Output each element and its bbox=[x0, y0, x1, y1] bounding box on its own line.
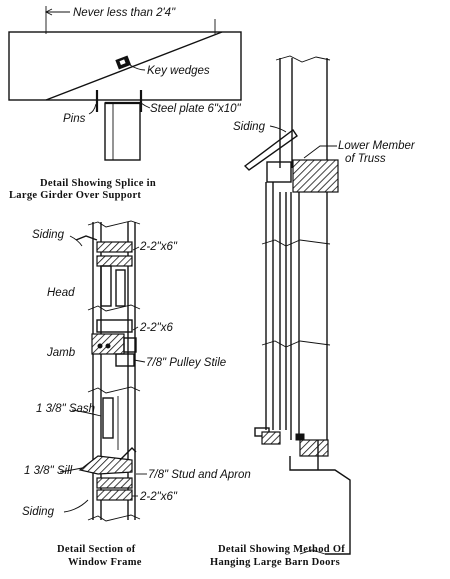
splice-cut-line bbox=[45, 31, 223, 101]
support-post bbox=[104, 102, 141, 161]
siding-label: Siding bbox=[233, 121, 266, 133]
splice-detail: Never less than 2'4" Key wedges Pins Ste… bbox=[8, 5, 242, 201]
door-break-1 bbox=[261, 239, 331, 247]
pulley-stile-leader bbox=[133, 359, 146, 363]
barn-caption-line2: Hanging Large Barn Doors bbox=[210, 557, 340, 568]
head-sash-top bbox=[115, 269, 126, 307]
barn-door-detail: Siding Lower Member of Truss Detail Show… bbox=[210, 55, 416, 568]
siding-top-leader bbox=[69, 235, 83, 247]
pins-leader bbox=[88, 103, 97, 115]
barn-caption-line1: Detail Showing Method Of bbox=[218, 544, 345, 555]
member-bottom-label: 2-2"x6" bbox=[139, 491, 178, 503]
siding-top-label: Siding bbox=[32, 229, 65, 241]
bolt-head bbox=[295, 433, 305, 441]
lower-member-label: Lower Member bbox=[338, 140, 416, 152]
member-top-label: 2-2"x6" bbox=[139, 241, 178, 253]
girder-body bbox=[8, 31, 242, 101]
sill-member-upper bbox=[96, 477, 133, 489]
dimension-label-bg bbox=[70, 5, 220, 19]
pins-label: Pins bbox=[63, 113, 86, 125]
head-header-lower bbox=[96, 255, 133, 267]
pulley-dot-2 bbox=[105, 343, 111, 349]
jamb-label: Jamb bbox=[46, 347, 76, 359]
member-mid-label: 2-2"x6 bbox=[139, 322, 173, 334]
stool-apron bbox=[119, 447, 137, 461]
sash-leader bbox=[71, 409, 102, 417]
bottom-block bbox=[261, 431, 281, 445]
foundation-outline bbox=[289, 456, 351, 555]
track-hanger bbox=[266, 161, 292, 183]
lower-sash bbox=[102, 397, 114, 439]
foundation-break bbox=[299, 549, 326, 555]
pulley-stile-label: 7/8" Pulley Stile bbox=[146, 357, 226, 369]
siding-bottom-label: Siding bbox=[22, 506, 55, 518]
lower-member-leader bbox=[303, 145, 337, 159]
dimension-label: Never less than 2'4" bbox=[73, 7, 176, 19]
post-break-top bbox=[275, 55, 331, 63]
steel-plate-leader bbox=[140, 102, 151, 109]
splice-caption-line2: Large Girder Over Support bbox=[9, 190, 141, 201]
pulley-stile-block bbox=[123, 337, 137, 353]
of-truss-label: of Truss bbox=[345, 153, 386, 165]
truss-lower-member bbox=[292, 159, 339, 193]
siding-top-drip bbox=[75, 235, 98, 241]
sill-leader bbox=[59, 467, 83, 473]
break-bottom bbox=[87, 514, 141, 522]
sash-label: 1 3/8" Sash bbox=[36, 403, 95, 415]
head-header-upper bbox=[96, 241, 133, 253]
siding-bottom-leader bbox=[63, 499, 89, 513]
break-top bbox=[87, 220, 141, 228]
jamb-cap bbox=[96, 319, 133, 333]
sill-label: 1 3/8" Sill bbox=[24, 465, 73, 477]
jamb-stop bbox=[115, 353, 135, 367]
door-break-2 bbox=[261, 340, 331, 348]
window-caption-line1: Detail Section of bbox=[57, 544, 136, 555]
pulley-dot-1 bbox=[97, 343, 103, 349]
head-label: Head bbox=[47, 287, 75, 299]
window-caption-line2: Window Frame bbox=[68, 557, 142, 568]
stud-apron-label: 7/8" Stud and Apron bbox=[148, 469, 251, 481]
head-casing bbox=[100, 265, 112, 307]
splice-caption-line1: Detail Showing Splice in bbox=[40, 178, 156, 189]
siding-overhang bbox=[243, 128, 298, 171]
siding-leader bbox=[269, 125, 287, 133]
member-mid-leader bbox=[132, 326, 139, 331]
dimension-arrow-left bbox=[44, 8, 53, 16]
key-wedges-mark bbox=[115, 55, 132, 70]
sill-block bbox=[78, 455, 133, 475]
break-mid2 bbox=[87, 386, 141, 394]
sill-beam bbox=[299, 439, 329, 457]
member-top-leader bbox=[132, 246, 140, 251]
break-mid1 bbox=[87, 304, 141, 312]
key-wedges-leader bbox=[129, 64, 146, 71]
window-frame-detail: Siding 2-2"x6" Head 2-2"x6 Jamb 7/8" Pul… bbox=[22, 220, 251, 568]
sill-member-lower bbox=[96, 489, 133, 501]
key-wedges-label: Key wedges bbox=[147, 65, 210, 77]
steel-plate-label: Steel plate 6"x10" bbox=[150, 103, 242, 115]
